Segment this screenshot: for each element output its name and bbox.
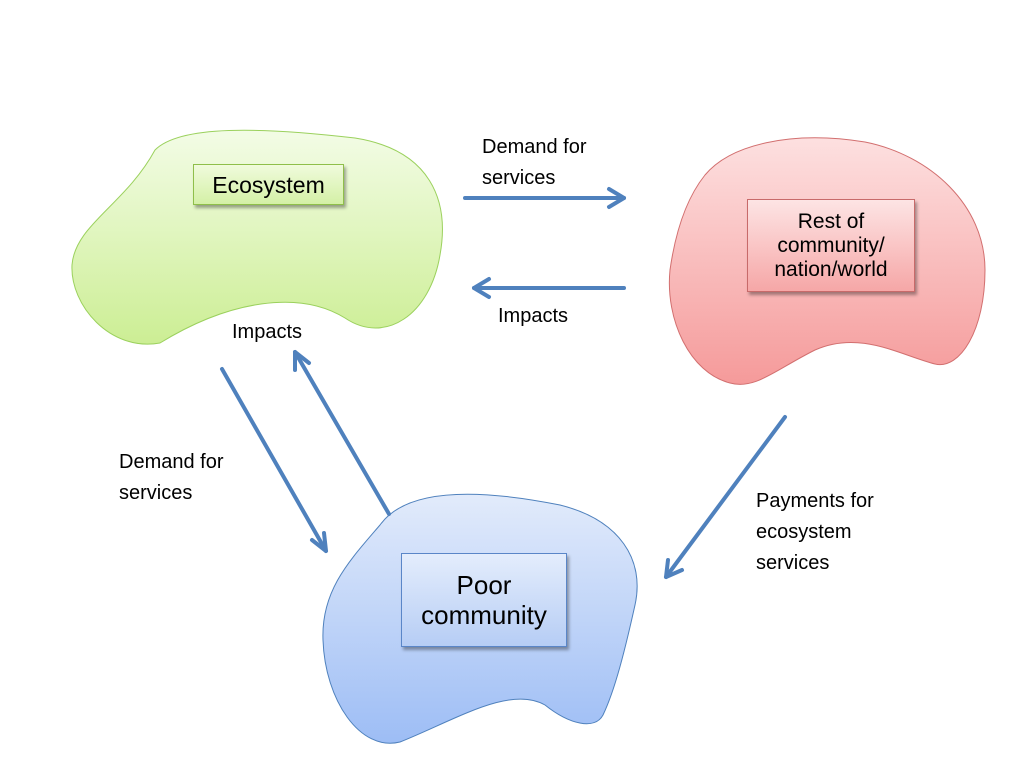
rest-of-community-node: Rest of community/ nation/world [747,199,915,292]
poor-community-label: Poor community [421,570,547,630]
edge-label-rest-to-eco-impacts: Impacts [498,305,569,327]
arrow-rest-to-eco [472,277,626,299]
edge-label-eco-to-poor-demand: Demand for services [119,451,224,504]
rest-of-community-label: Rest of community/ nation/world [774,209,888,281]
ecosystem-node: Ecosystem [193,164,344,205]
edge-label-poor-to-eco-impacts: Impacts [232,321,303,343]
poor-community-node: Poor community [401,553,567,647]
arrow-poor-to-eco [293,350,391,516]
ecosystem-blob [71,129,443,345]
arrow-eco-to-rest [463,187,626,209]
arrow-rest-to-poor [664,415,787,579]
ecosystem-label: Ecosystem [212,171,325,198]
arrow-eco-to-poor [220,367,328,553]
edge-label-eco-to-rest-demand: Demand for services [482,136,587,189]
edge-label-rest-to-poor-payments: Payments for ecosystem services [756,490,874,574]
